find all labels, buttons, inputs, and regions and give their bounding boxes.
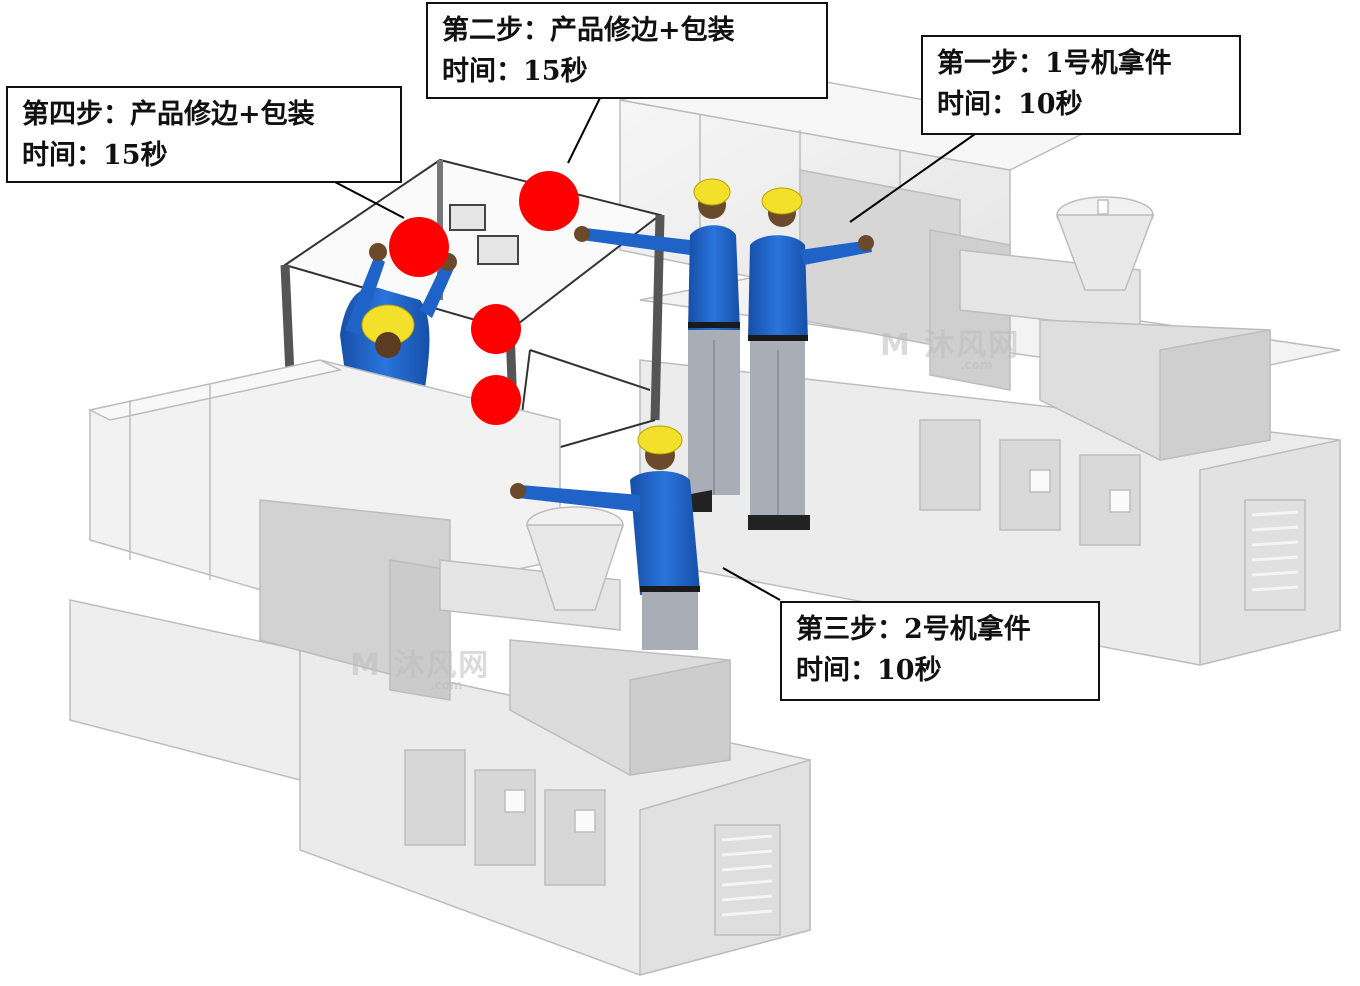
step1-title: 第一步：1号机拿件 bbox=[937, 48, 1172, 79]
worker-1 bbox=[748, 187, 874, 530]
step4-title: 第四步：产品修边+包装 bbox=[22, 99, 315, 130]
callout-step2: 第二步：产品修边+包装 时间：15秒 bbox=[426, 2, 828, 99]
red-markers bbox=[389, 171, 579, 425]
step2-title: 第二步：产品修边+包装 bbox=[442, 15, 735, 46]
step2-time: 时间：15秒 bbox=[442, 56, 588, 87]
step1-time: 时间：10秒 bbox=[937, 89, 1083, 120]
step3-title: 第三步：2号机拿件 bbox=[796, 614, 1031, 645]
marker-step2 bbox=[519, 171, 579, 231]
injection-machine-2 bbox=[69, 359, 811, 976]
leader-step1 bbox=[849, 133, 976, 223]
callout-step3: 第三步：2号机拿件 时间：10秒 bbox=[780, 601, 1100, 701]
leader-step4 bbox=[334, 181, 405, 219]
callout-step1: 第一步：1号机拿件 时间：10秒 bbox=[921, 35, 1241, 135]
worker-3 bbox=[510, 425, 700, 650]
marker-step4 bbox=[389, 217, 449, 277]
marker-table-lower bbox=[471, 375, 521, 425]
step3-time: 时间：10秒 bbox=[796, 655, 942, 686]
leader-step3 bbox=[722, 567, 781, 601]
callout-step4: 第四步：产品修边+包装 时间：15秒 bbox=[6, 86, 402, 183]
worker-2 bbox=[574, 178, 740, 512]
marker-table-upper bbox=[471, 304, 521, 354]
step4-time: 时间：15秒 bbox=[22, 140, 168, 171]
leader-lines bbox=[334, 97, 976, 601]
leader-step2 bbox=[567, 97, 601, 164]
